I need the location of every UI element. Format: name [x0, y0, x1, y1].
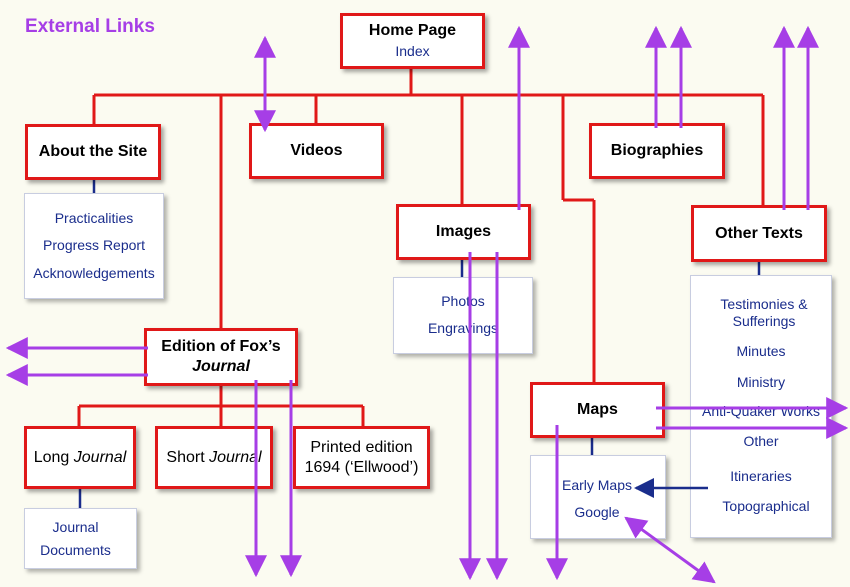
maps-label: Maps: [577, 401, 618, 418]
testimonies-sufferings-link[interactable]: Testimonies & Sufferings: [720, 296, 808, 329]
videos-label: Videos: [290, 142, 343, 159]
edition-label: Edition of Fox’s: [161, 338, 281, 355]
printed-edition-line1: Printed edition: [310, 438, 413, 456]
printed-edition-line2: 1694 (‘Ellwood’): [304, 458, 419, 476]
external-links-title: External Links: [25, 16, 155, 37]
sublist-connectors: [78, 179, 761, 508]
about-site-node[interactable]: About the Site: [25, 124, 161, 180]
long-journal-prefix: Long: [33, 448, 74, 466]
early-maps-link[interactable]: Early Maps: [561, 477, 633, 493]
images-list: [393, 277, 533, 354]
short-journal-italic: Journal: [209, 448, 262, 466]
itineraries-link[interactable]: Itineraries: [730, 468, 792, 484]
topographical-link[interactable]: Topographical: [722, 498, 810, 514]
short-journal-label: Short Journal: [166, 448, 261, 468]
anti-quaker-works-link[interactable]: Anti-Quaker Works: [702, 403, 820, 419]
google-link[interactable]: Google: [574, 504, 620, 520]
documents-link[interactable]: Documents: [40, 542, 111, 558]
printed-edition-node[interactable]: Printed edition 1694 (‘Ellwood’): [293, 426, 430, 489]
other-texts-node[interactable]: Other Texts: [691, 205, 827, 262]
other-link[interactable]: Other: [743, 433, 779, 449]
engravings-link[interactable]: Engravings: [427, 320, 499, 336]
biographies-label: Biographies: [610, 142, 704, 159]
edition-label-italic: Journal: [192, 358, 250, 375]
maps-node[interactable]: Maps: [530, 382, 665, 438]
other-texts-label: Other Texts: [715, 224, 803, 242]
practicalities-link[interactable]: Practicalities: [54, 210, 134, 226]
about-site-list: [24, 193, 164, 299]
progress-report-link[interactable]: Progress Report: [43, 237, 145, 253]
edition-journal-node[interactable]: Edition of Fox’s Journal: [144, 328, 298, 386]
index-link[interactable]: Index: [395, 43, 430, 60]
long-journal-label: Long Journal: [34, 448, 127, 468]
home-page-label: Home Page: [368, 22, 457, 40]
acknowledgements-link[interactable]: Acknowledgements: [33, 265, 155, 281]
short-journal-prefix: Short: [166, 448, 210, 466]
images-node[interactable]: Images: [396, 204, 531, 260]
about-site-label: About the Site: [38, 143, 148, 160]
photos-link[interactable]: Photos: [441, 293, 485, 309]
long-journal-node[interactable]: Long Journal: [24, 426, 136, 489]
videos-node[interactable]: Videos: [249, 123, 384, 179]
biographies-node[interactable]: Biographies: [589, 123, 725, 179]
long-journal-list: [24, 508, 137, 569]
maps-list: [530, 455, 666, 539]
tree-connectors: [77, 68, 765, 427]
images-label: Images: [435, 223, 492, 240]
journal-link[interactable]: Journal: [52, 519, 99, 535]
long-journal-italic: Journal: [73, 448, 127, 466]
home-page-node[interactable]: Home Page Index: [340, 13, 485, 69]
ministry-link[interactable]: Ministry: [736, 374, 786, 390]
minutes-link[interactable]: Minutes: [736, 343, 786, 359]
short-journal-node[interactable]: Short Journal: [155, 426, 273, 489]
